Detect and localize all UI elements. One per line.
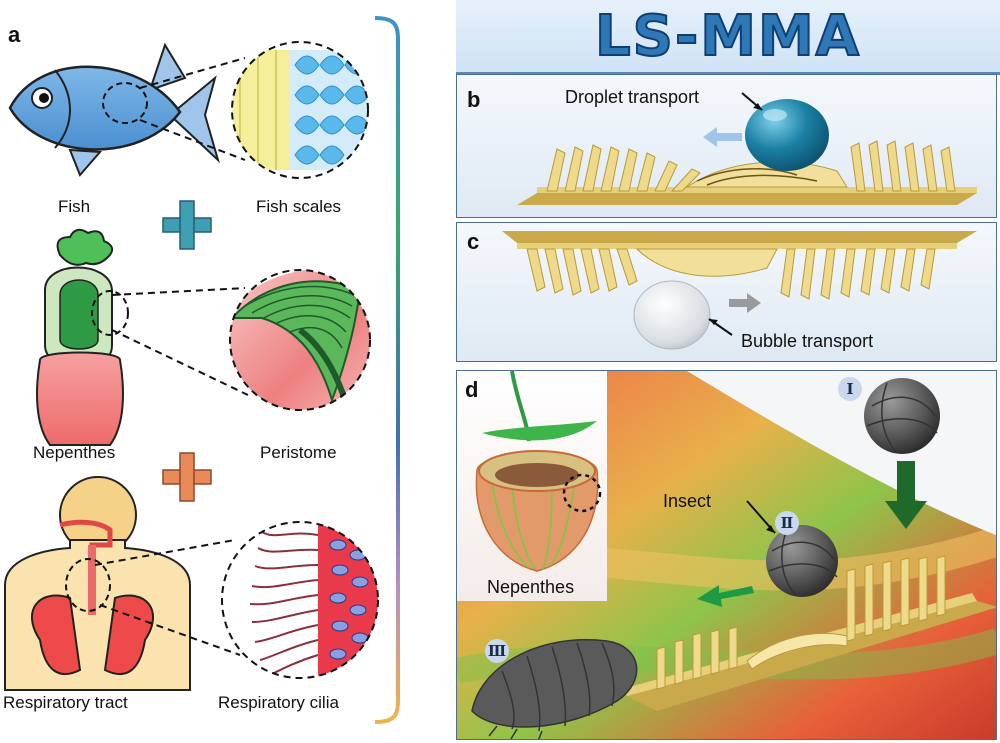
ls-mma-banner: LS-MMA xyxy=(456,0,1000,75)
nepenthes-label: Nepenthes xyxy=(33,443,116,462)
insect-stage-3 xyxy=(471,638,638,739)
fish-label: Fish xyxy=(58,197,91,216)
peristome-label: Peristome xyxy=(260,443,337,462)
nepenthes-inset xyxy=(457,371,607,601)
panel-a-letter: a xyxy=(8,22,21,47)
panel-a: a xyxy=(0,0,400,743)
bracket xyxy=(374,16,400,724)
panel-d: Ⅰ Ⅱ Ⅲ d Nepenthes Insect xyxy=(456,370,997,740)
respiratory-cilia-zoom xyxy=(221,521,379,679)
panel-a-illustration xyxy=(4,16,400,724)
respiratory-tract-label: Respiratory tract xyxy=(3,693,128,712)
insect-stage-2 xyxy=(766,525,838,597)
respiratory-tract-illustration xyxy=(4,476,191,691)
respiratory-cilia-label: Respiratory cilia xyxy=(218,693,339,712)
panel-c: c Bubble transport xyxy=(456,222,997,362)
insect-label: Insect xyxy=(663,491,712,511)
peristome-zoom xyxy=(229,269,371,411)
insect-stage-1 xyxy=(864,378,940,454)
nepenthes-illustration xyxy=(36,228,129,446)
bubble-transport-illustration xyxy=(502,231,977,350)
panel-b-letter: b xyxy=(467,87,481,112)
panel-d-letter: d xyxy=(465,377,479,402)
fish-scales-zoom xyxy=(231,41,369,179)
stage-1-badge: Ⅰ xyxy=(846,382,853,398)
fish-scales-label: Fish scales xyxy=(256,197,342,216)
fish-illustration xyxy=(8,42,220,177)
stage-2-badge: Ⅱ xyxy=(781,516,794,532)
plus-icon xyxy=(162,200,212,250)
banner-title: LS-MMA xyxy=(594,3,862,70)
droplet-transport-illustration xyxy=(517,92,977,205)
inset-nepenthes-label: Nepenthes xyxy=(487,577,575,597)
panel-b: b Droplet transport xyxy=(456,74,997,218)
insect-trap-illustration: Ⅰ Ⅱ Ⅲ xyxy=(457,371,996,739)
plus-icon xyxy=(162,452,212,502)
bubble-transport-label: Bubble transport xyxy=(741,331,874,351)
droplet-transport-label: Droplet transport xyxy=(565,87,700,107)
panel-c-letter: c xyxy=(467,229,480,254)
stage-3-badge: Ⅲ xyxy=(488,644,506,660)
